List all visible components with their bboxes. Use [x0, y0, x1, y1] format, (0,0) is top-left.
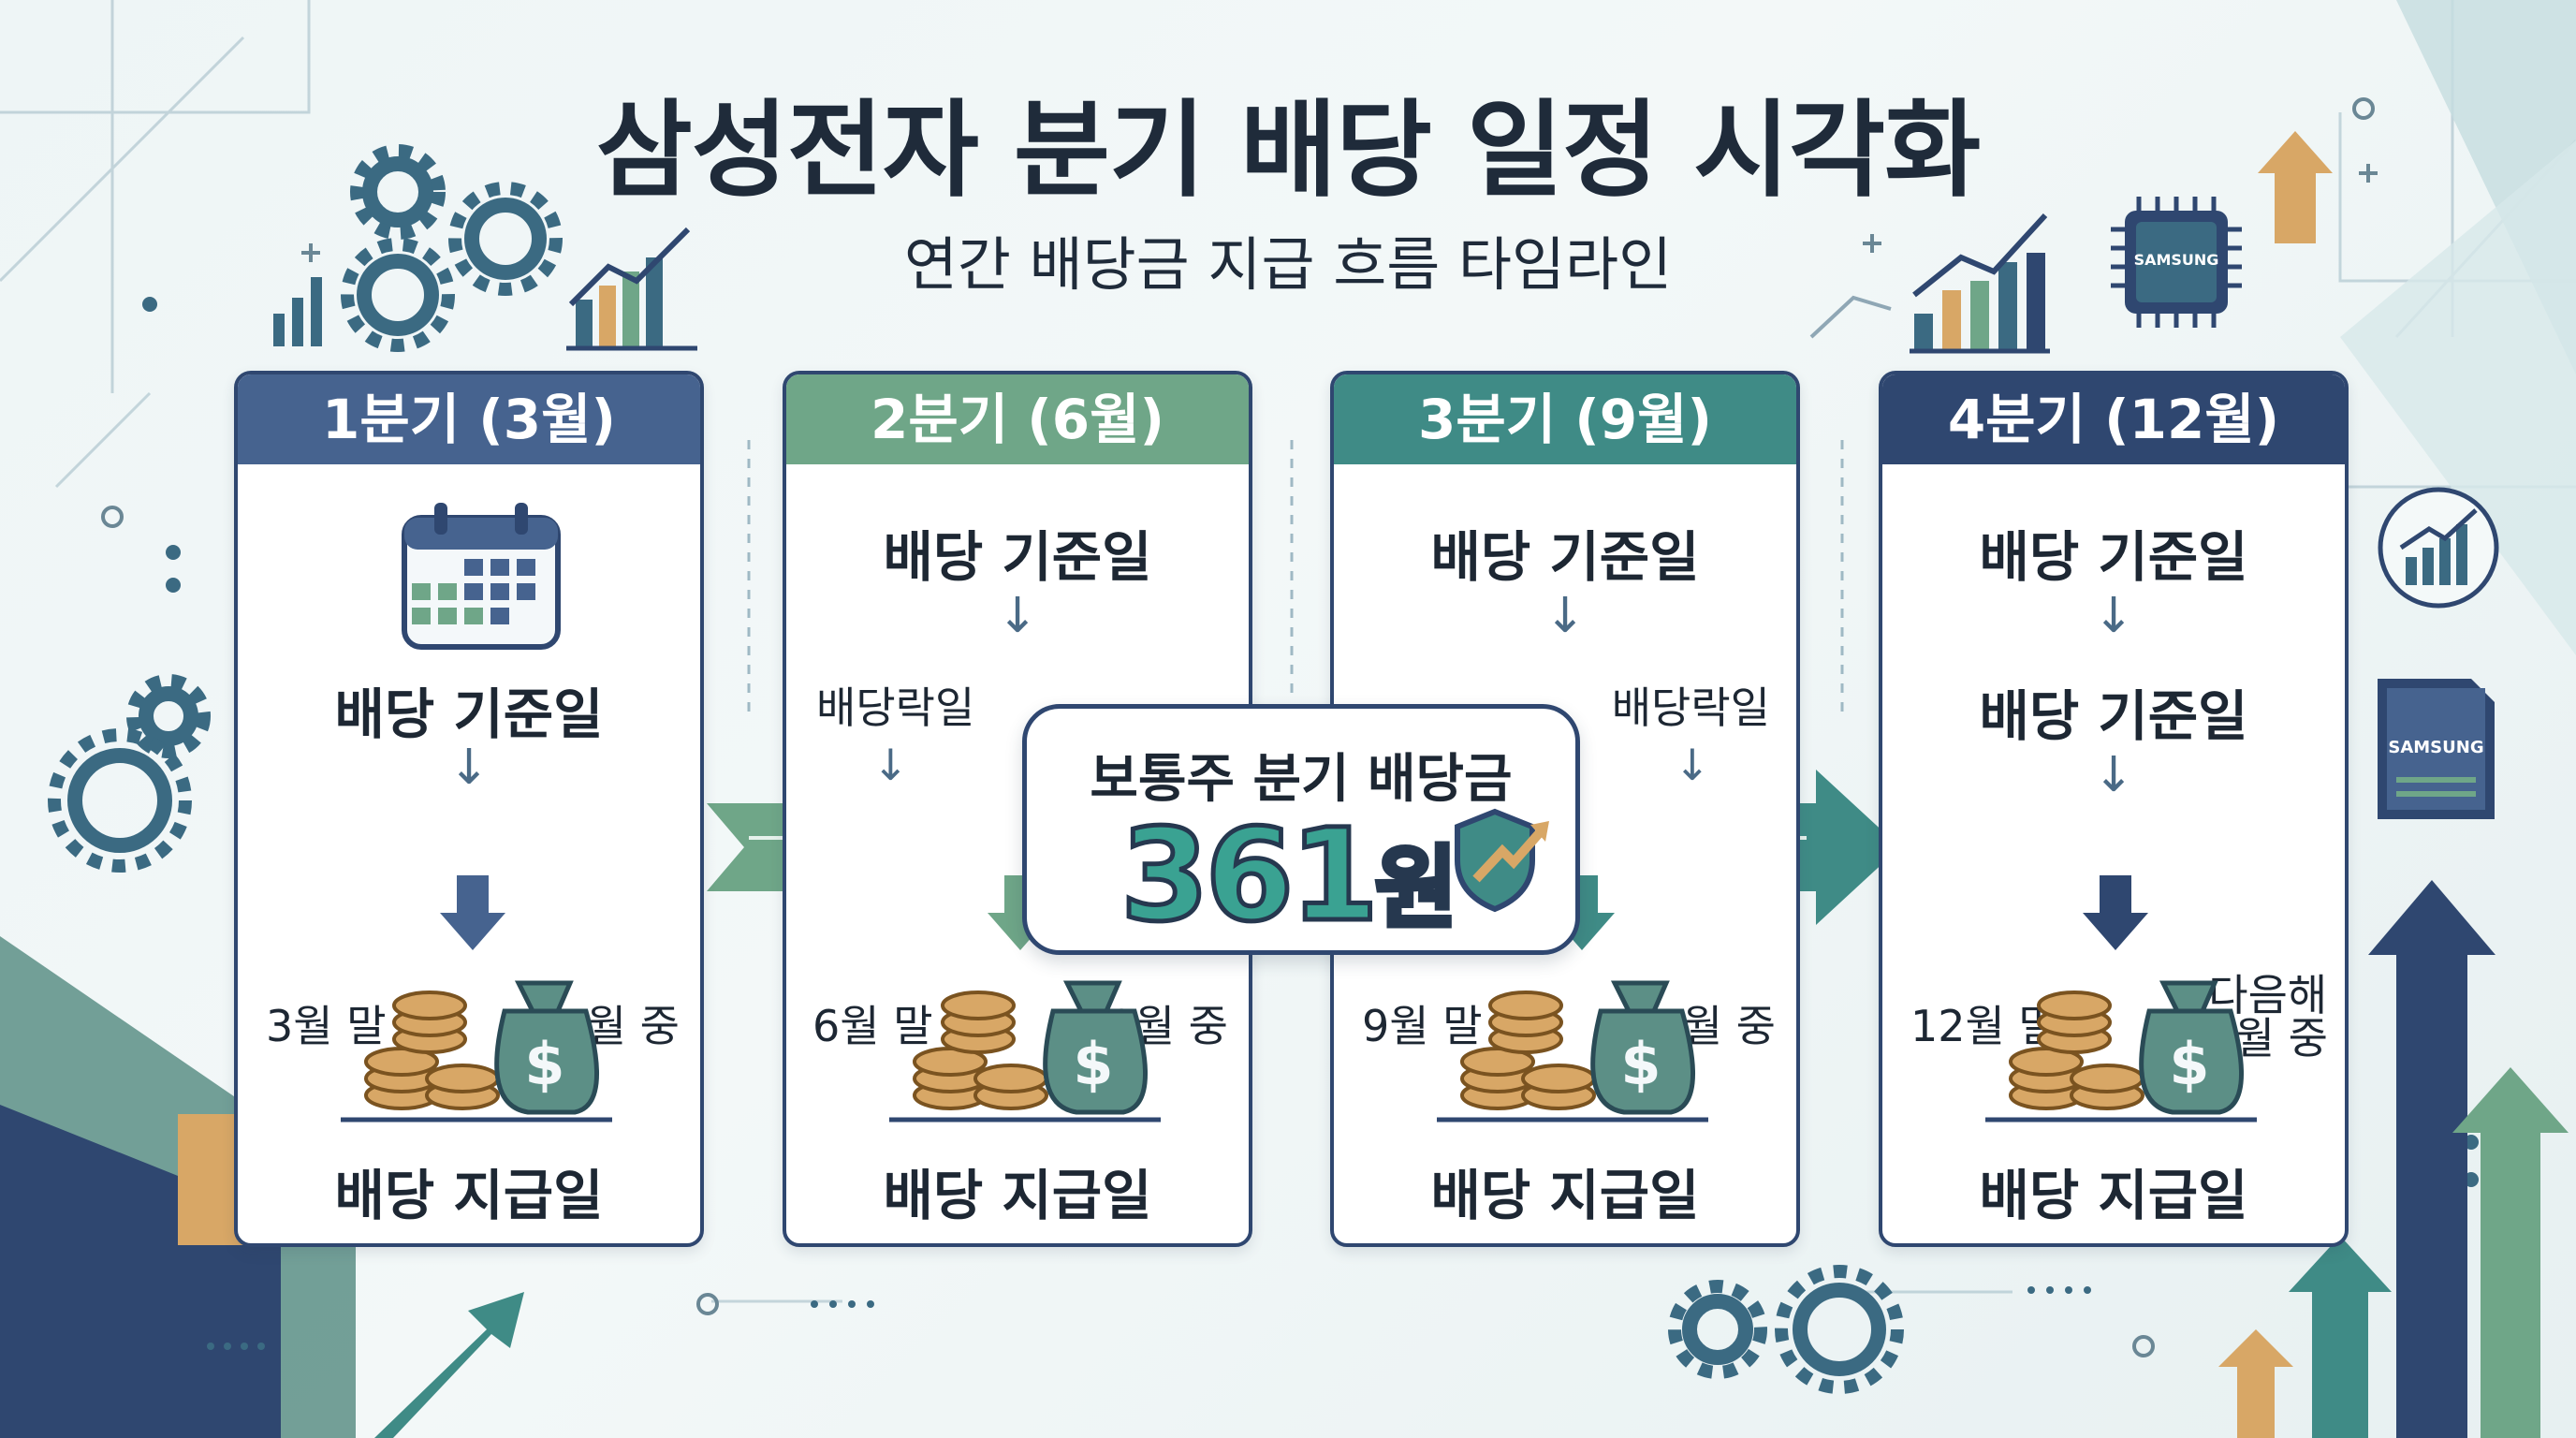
- calendar-icon: [402, 503, 561, 650]
- card-logo-text: SAMSUNG: [2388, 738, 2484, 757]
- quarter-header: 2분기 (6월): [786, 374, 1249, 464]
- money-bag-icon: $: [1437, 980, 1708, 1123]
- quarter-header: 4분기 (12월): [1882, 374, 2345, 464]
- second-record-date-label: 배당 기준일: [1979, 684, 2248, 748]
- dividend-amount-unit: 원: [1372, 834, 1459, 944]
- money-bag-icon: $: [1985, 980, 2257, 1123]
- record-date-label: 배당 기준일: [334, 682, 604, 746]
- record-date: 12월 말: [1910, 1001, 2058, 1051]
- svg-text:$: $: [1620, 1030, 1661, 1098]
- svg-text:$: $: [2169, 1030, 2209, 1098]
- down-arrow-icon: ↓: [448, 740, 490, 796]
- down-block-arrow-icon: [2083, 875, 2148, 950]
- shield-arrow-icon: [1455, 808, 1549, 913]
- record-date-label: 배당 기준일: [1430, 525, 1700, 589]
- dividend-amount-digits: 361: [1119, 800, 1382, 953]
- down-arrow-icon: ↓: [997, 588, 1038, 644]
- money-bag-icon: $: [341, 980, 612, 1123]
- record-date-label: 배당 기준일: [1979, 525, 2248, 589]
- page-subtitle: 연간 배당금 지급 흐름 타임라인: [903, 230, 1673, 299]
- page-title: 삼성전자 분기 배당 일정 시각화: [595, 90, 1982, 212]
- down-arrow-icon: ↓: [2093, 588, 2134, 644]
- dividend-amount-badge: 보통주 분기 배당금 361원: [1022, 704, 1580, 955]
- svg-text:$: $: [524, 1030, 564, 1098]
- payment-label: 배당 지급일: [1430, 1164, 1700, 1227]
- chip-logo-text: SAMSUNG: [2133, 251, 2219, 269]
- quarter-card-1: 1분기 (3월) 배당 기준일 ↓ 3월 말 5월 중 $ 배당 지급일: [234, 371, 704, 1247]
- record-date: 6월 말: [812, 1001, 933, 1051]
- ex-dividend-label: 배당락일: [816, 682, 975, 733]
- ex-dividend-label: 배당락일: [1611, 682, 1770, 733]
- money-bag-icon: $: [889, 980, 1161, 1123]
- payment-label: 배당 지급일: [883, 1164, 1152, 1227]
- down-arrow-icon: ↓: [1674, 740, 1710, 790]
- down-arrow-icon: ↓: [1544, 588, 1586, 644]
- quarter-header: 3분기 (9월): [1334, 374, 1796, 464]
- payment-label: 배당 지급일: [1979, 1164, 2248, 1227]
- record-date: 3월 말: [266, 1001, 387, 1051]
- dividend-amount: 361원: [1119, 800, 1460, 953]
- svg-text:$: $: [1073, 1030, 1113, 1098]
- down-arrow-icon: ↓: [2093, 747, 2134, 803]
- down-arrow-icon: ↓: [872, 740, 909, 790]
- quarter-header: 1분기 (3월): [238, 374, 700, 464]
- payment-label: 배당 지급일: [334, 1164, 604, 1227]
- down-block-arrow-icon: [440, 875, 505, 950]
- record-date-label: 배당 기준일: [883, 525, 1152, 589]
- badge-label: 보통주 분기 배당금: [1090, 749, 1513, 810]
- quarter-card-4: 4분기 (12월) 배당 기준일 ↓ 배당 기준일 ↓ 12월 말 다음해 4월…: [1879, 371, 2349, 1247]
- record-date: 9월 말: [1362, 1001, 1483, 1051]
